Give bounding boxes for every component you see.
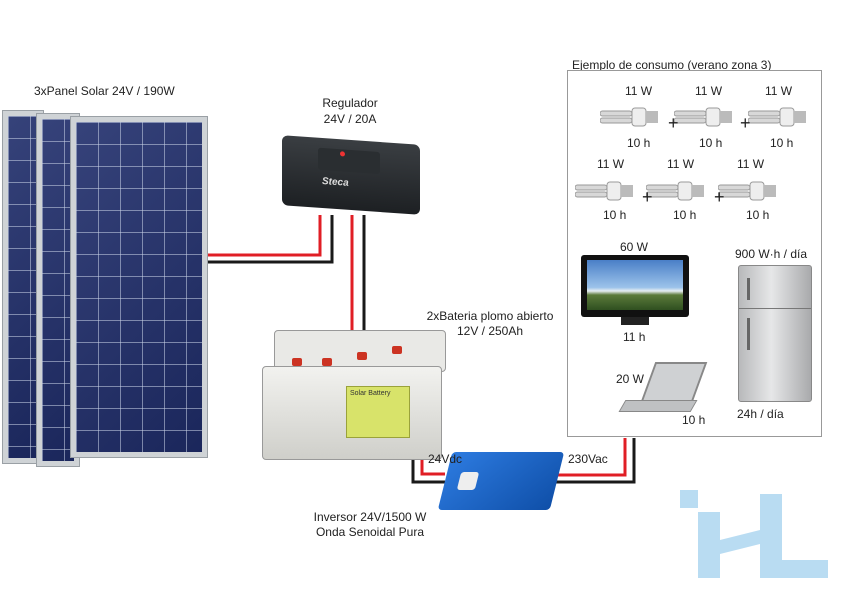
battery-terminal	[357, 352, 367, 360]
bulb-hours: 10 h	[770, 136, 794, 150]
bulb-power: 11 W	[695, 84, 723, 98]
bulb-hours: 10 h	[603, 208, 627, 222]
plus-sign: +	[714, 187, 725, 207]
bulb-hours: 10 h	[673, 208, 697, 222]
battery-terminal	[322, 358, 332, 366]
bulb-power: 11 W	[597, 157, 625, 171]
panel-positive-wire	[200, 215, 322, 257]
tv-power: 60 W	[620, 240, 649, 254]
cfl-bulb-icon	[748, 107, 806, 127]
charge-regulator: Steca	[282, 135, 420, 215]
dc-voltage-label: 24Vdc	[428, 452, 463, 466]
cfl-bulb-icon	[600, 107, 658, 127]
ac-outlet	[456, 472, 480, 490]
plus-sign: +	[642, 187, 653, 207]
company-logo	[680, 490, 828, 578]
tv-hours: 11 h	[623, 330, 646, 344]
battery-bank: Solar Battery	[262, 330, 452, 460]
panel-label: 3xPanel Solar 24V / 190W	[34, 84, 175, 98]
fridge-hours: 24h / día	[737, 407, 784, 421]
regulator-brand: Steca	[322, 175, 349, 189]
battery-label-line2: 12V / 250Ah	[456, 324, 524, 338]
tv-icon	[581, 255, 689, 317]
bulb-power: 11 W	[765, 84, 793, 98]
regulator-label-line1: Regulador	[322, 96, 378, 110]
cfl-bulb-icon	[646, 181, 704, 201]
battery-terminal	[392, 346, 402, 354]
inverter-label-line1: Inversor 24V/1500 W	[313, 510, 427, 524]
bulb-power: 11 W	[625, 84, 653, 98]
ac-wire-2	[555, 438, 627, 477]
battery-label-line1: 2xBateria plomo abierto	[426, 309, 554, 323]
panel-negative-wire	[200, 215, 334, 264]
cfl-bulb-icon	[718, 181, 776, 201]
bulb-power: 11 W	[737, 157, 765, 171]
consumption-title: Ejemplo de consumo (verano zona 3)	[572, 58, 772, 72]
tv-stand	[621, 317, 649, 325]
bulb-power: 11 W	[667, 157, 695, 171]
plus-sign: +	[668, 113, 679, 133]
bulb-hours: 10 h	[699, 136, 723, 150]
bulb-hours: 10 h	[627, 136, 651, 150]
battery-terminal	[292, 358, 302, 366]
status-led	[340, 151, 345, 157]
battery-sticker: Solar Battery	[346, 386, 410, 438]
bulb-hours: 10 h	[746, 208, 770, 222]
regulator-label-line2: 24V / 20A	[323, 112, 377, 126]
plus-sign: +	[740, 113, 751, 133]
inverter-label-line2: Onda Senoidal Pura	[315, 525, 425, 539]
ac-wire-1	[555, 438, 636, 484]
fridge-icon	[738, 265, 812, 402]
solar-panel-3	[70, 116, 208, 458]
ac-voltage-label: 230Vac	[568, 452, 608, 466]
fridge-energy: 900 W·h / día	[735, 247, 808, 261]
cfl-bulb-icon	[575, 181, 633, 201]
battery-sticker-text: Solar Battery	[350, 390, 391, 397]
laptop-power: 20 W	[616, 372, 645, 386]
cfl-bulb-icon	[674, 107, 732, 127]
laptop-hours: 10 h	[682, 413, 706, 427]
